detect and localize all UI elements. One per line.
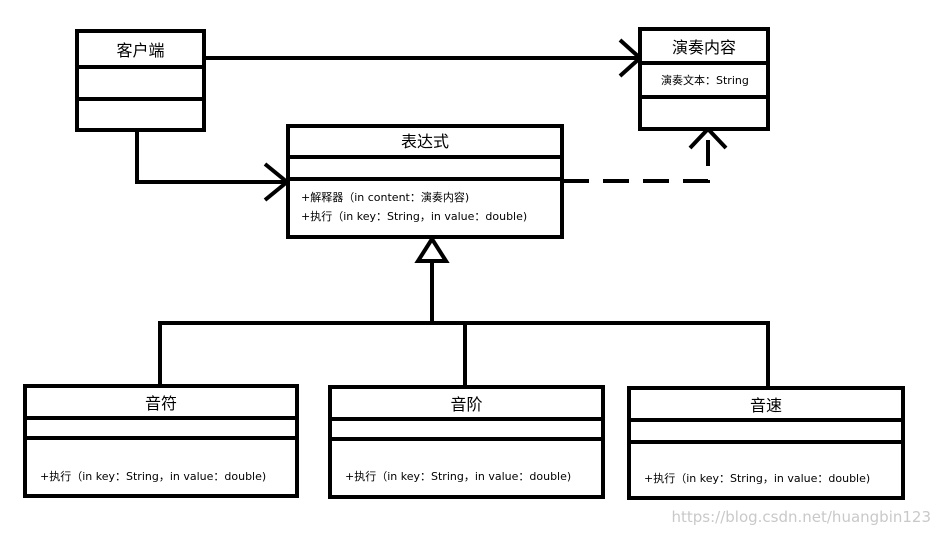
- method-execute: +执行（in key：String，in value：double): [345, 470, 572, 483]
- class-divider: [332, 417, 601, 421]
- class-divider: [642, 61, 766, 65]
- class-client[interactable]: 客户端: [75, 29, 206, 132]
- class-name-client: 客户端: [116, 41, 165, 60]
- class-performance-content[interactable]: 演奏内容 演奏文本：String: [638, 27, 770, 131]
- class-divider: [27, 436, 295, 440]
- class-name-note: 音符: [144, 394, 177, 413]
- class-scale[interactable]: 音阶 +执行（in key：String，in value：double): [328, 385, 605, 499]
- class-divider: [332, 437, 601, 441]
- class-name-tempo: 音速: [749, 396, 782, 415]
- class-name-scale: 音阶: [450, 395, 483, 414]
- class-name-expression: 表达式: [400, 132, 449, 151]
- class-divider: [290, 177, 560, 181]
- class-divider: [631, 440, 901, 444]
- class-divider: [79, 65, 202, 69]
- class-divider: [631, 418, 901, 422]
- class-divider: [642, 95, 766, 99]
- class-note[interactable]: 音符 +执行（in key：String，in value：double): [23, 384, 299, 498]
- method-execute: +执行（in key：String，in value：double): [40, 470, 267, 483]
- class-divider: [79, 97, 202, 101]
- class-divider: [27, 416, 295, 420]
- method-interpret: +解释器（in content：演奏内容): [301, 191, 470, 204]
- dependency-line-expression-to-performance: [563, 131, 710, 183]
- method-execute: +执行（in key：String，in value：double): [644, 472, 871, 485]
- method-execute: +执行（in key：String，in value：double): [301, 210, 528, 223]
- class-tempo[interactable]: 音速 +执行（in key：String，in value：double): [627, 386, 905, 500]
- attribute-performance-text: 演奏文本：String: [661, 74, 749, 87]
- watermark-text: https://blog.csdn.net/huangbin123: [671, 508, 931, 526]
- class-divider: [290, 155, 560, 159]
- association-line-client-to-expression: [135, 130, 287, 184]
- hollow-triangle-arrowhead: [414, 235, 450, 263]
- class-name-performance-content: 演奏内容: [671, 38, 736, 57]
- class-expression[interactable]: 表达式 +解释器（in content：演奏内容) +执行（in key：Str…: [286, 124, 564, 239]
